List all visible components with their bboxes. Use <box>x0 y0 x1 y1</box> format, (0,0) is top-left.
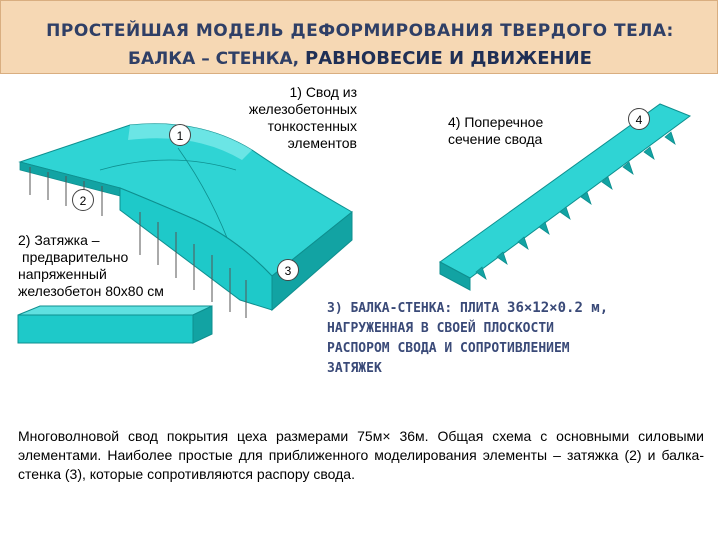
cross-section-label-line: 4) Поперечное <box>448 114 544 130</box>
marker-4: 4 <box>628 108 650 130</box>
tie-label-line: предварительно <box>22 249 129 265</box>
description-paragraph: Многоволновой свод покрытия цеха размера… <box>18 428 704 482</box>
title-line-2-prefix: БАЛКА – СТЕНКА, <box>128 49 300 69</box>
wall-caption-text: 3) БАЛКА-СТЕНКА: ПЛИТА <box>327 301 500 316</box>
wall-caption-dims: 36×12×0.2 м, <box>507 300 609 316</box>
vault-label: 1) Свод из железобетонных тонкостенных э… <box>222 84 357 152</box>
title-line-2-emphasis: РАВНОВЕСИЕ И ДВИЖЕНИЕ <box>305 48 592 69</box>
cross-section-image <box>439 103 692 291</box>
vault-label-line: 1) Свод из <box>289 84 357 100</box>
marker-2: 2 <box>72 189 94 211</box>
cross-section-label-line: сечение свода <box>448 131 543 147</box>
title-line-1: ПРОСТЕЙШАЯ МОДЕЛЬ ДЕФОРМИРОВАНИЯ ТВЕРДОГ… <box>46 21 674 41</box>
marker-1: 1 <box>169 124 191 146</box>
marker-3: 3 <box>277 259 299 281</box>
vault-label-line: элементов <box>287 135 357 151</box>
tie-label-line: напряженный <box>18 266 107 282</box>
wall-caption-line-3: РАСПОРОМ СВОДА И СОПРОТИВЛЕНИЕМ <box>327 341 570 356</box>
wall-caption-line-2: НАГРУЖЕННАЯ В СВОЕЙ ПЛОСКОСТИ <box>327 321 554 336</box>
vault-label-line: железобетонных <box>248 101 357 117</box>
title-banner: ПРОСТЕЙШАЯ МОДЕЛЬ ДЕФОРМИРОВАНИЯ ТВЕРДОГ… <box>0 0 718 74</box>
wall-caption-line-4: ЗАТЯЖЕК <box>327 361 382 376</box>
vault-roof-image <box>18 123 353 312</box>
title-line-2: БАЛКА – СТЕНКА, РАВНОВЕСИЕ И ДВИЖЕНИЕ <box>1 48 719 69</box>
tie-label: 2) Затяжка – предварительно напряженный … <box>18 232 198 300</box>
cross-section-label: 4) Поперечное сечение свода <box>448 114 578 148</box>
wall-caption-line-1: 3) БАЛКА-СТЕНКА: ПЛИТА 36×12×0.2 м, <box>327 298 707 319</box>
tie-label-line: железобетон 80х80 см <box>18 283 164 299</box>
wall-caption: 3) БАЛКА-СТЕНКА: ПЛИТА 36×12×0.2 м, НАГР… <box>327 298 707 379</box>
vault-label-line: тонкостенных <box>267 118 357 134</box>
columns <box>29 167 247 318</box>
tie-beam-image <box>17 305 213 344</box>
tie-label-line: 2) Затяжка – <box>18 232 100 248</box>
